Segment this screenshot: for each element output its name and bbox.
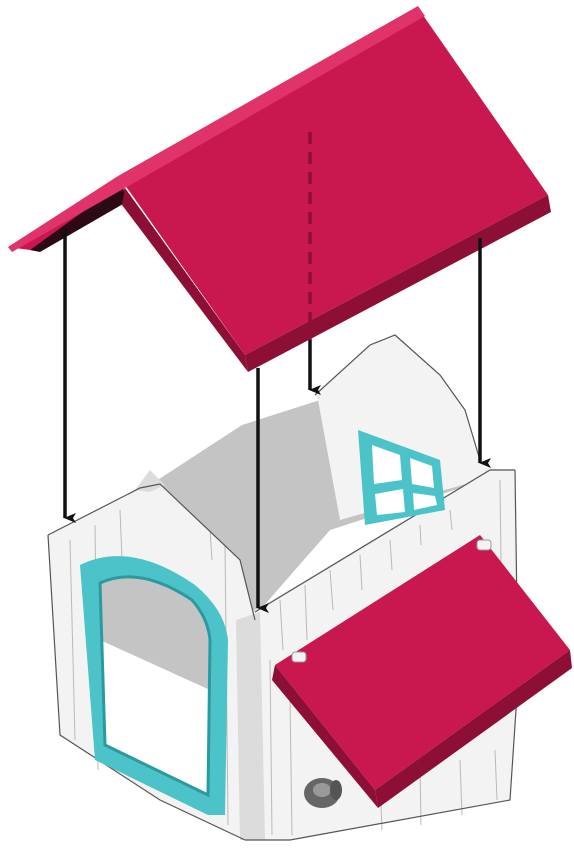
hinge-right	[477, 540, 491, 550]
corner-post	[236, 612, 265, 840]
hinge-left	[292, 652, 306, 662]
roof-left-underside	[30, 185, 130, 252]
main-roof	[8, 6, 551, 372]
house-body	[48, 335, 572, 840]
